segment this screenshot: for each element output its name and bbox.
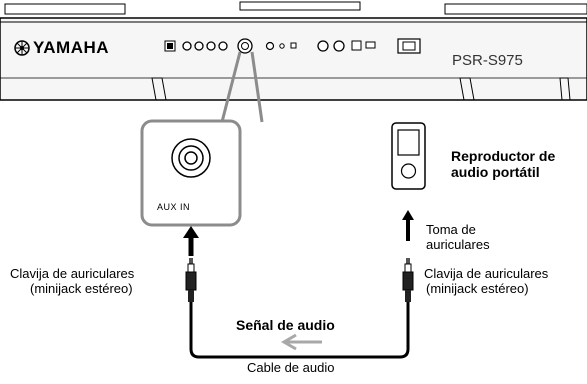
left-plug-label-line1: Clavija de auriculares xyxy=(10,266,135,281)
right-plug-label-line2: (minijack estéreo) xyxy=(426,281,529,296)
aux-in-label: AUX IN xyxy=(157,202,191,212)
audio-cable xyxy=(189,302,410,359)
player-title-line1: Reproductor de xyxy=(451,148,556,164)
headphone-jack-label-line2: auriculares xyxy=(426,237,490,252)
rear-panel-jacks xyxy=(164,38,421,54)
left-plug-icon xyxy=(185,258,197,302)
right-up-arrow-icon xyxy=(402,210,414,241)
signal-direction-arrow-icon xyxy=(281,333,322,351)
aux-in-callout xyxy=(140,51,264,227)
portable-player-icon xyxy=(391,122,426,190)
model-name: PSR-S975 xyxy=(452,52,523,69)
left-plug-label-line2: (minijack estéreo) xyxy=(30,281,133,296)
audio-cable-label: Cable de audio xyxy=(247,360,335,375)
right-plug-label-line1: Clavija de auriculares xyxy=(424,266,549,281)
audio-signal-label: Señal de audio xyxy=(236,317,335,333)
brand-logo: YAMAHA xyxy=(33,38,110,57)
right-plug-icon xyxy=(402,258,414,302)
left-up-arrow-icon xyxy=(183,226,199,256)
player-title-line2: audio portátil xyxy=(451,164,540,180)
headphone-jack-label-line1: Toma de xyxy=(426,222,476,237)
yamaha-emblem-icon xyxy=(14,40,30,56)
keyboard-body xyxy=(0,1,587,101)
